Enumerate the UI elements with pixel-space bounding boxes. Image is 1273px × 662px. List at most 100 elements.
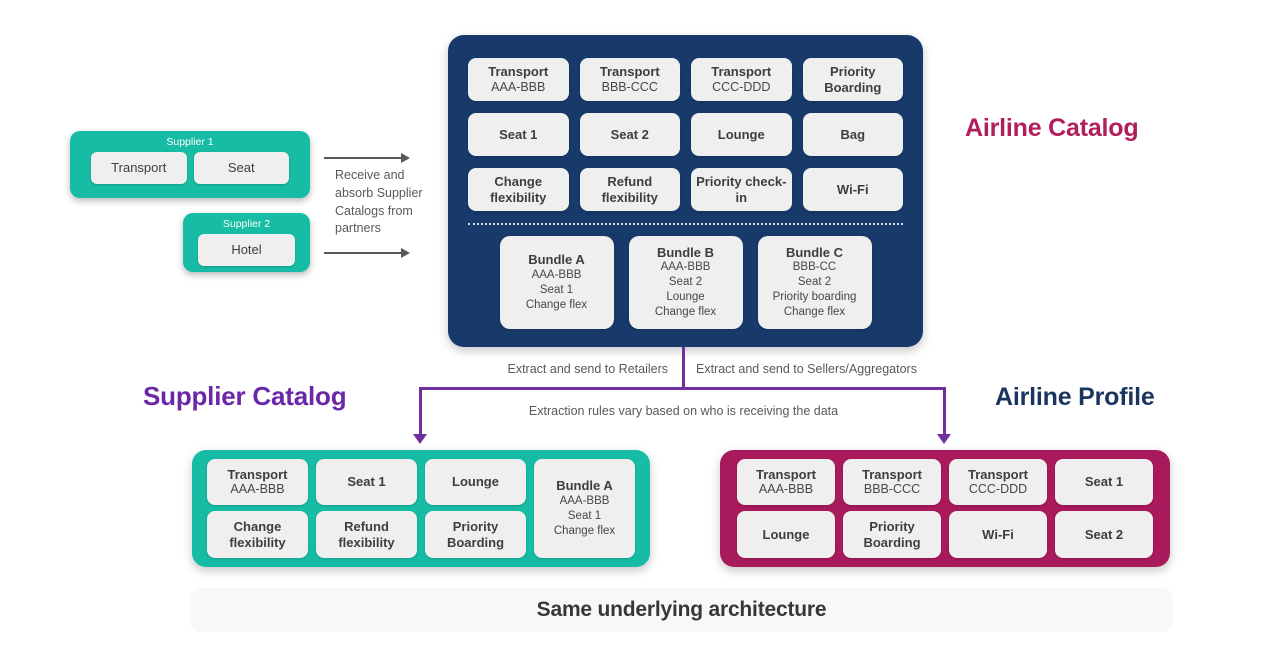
item-title: Change flexibility bbox=[490, 174, 547, 205]
item-card: Lounge bbox=[737, 511, 835, 558]
airline-catalog-title: Airline Catalog bbox=[965, 114, 1139, 142]
item-card: Seat 1 bbox=[316, 459, 417, 505]
architecture-banner: Same underlying architecture bbox=[190, 588, 1173, 632]
item-card: Priority Boarding bbox=[843, 511, 941, 558]
item-card: Bag bbox=[802, 113, 903, 156]
bundle-line: Seat 2 bbox=[668, 276, 703, 289]
item-card: Priority Boarding bbox=[425, 511, 526, 558]
item-subtitle: AAA-BBB bbox=[491, 79, 546, 94]
item-title: Priority check-in bbox=[696, 174, 787, 205]
item-title: Transport bbox=[756, 466, 816, 482]
item-title: Priority Boarding bbox=[824, 64, 882, 95]
bundle-line: Change flex bbox=[553, 524, 616, 537]
item-title: Bundle A bbox=[528, 252, 585, 268]
item-title: Transport bbox=[111, 160, 167, 176]
bundle-line: AAA-BBB bbox=[559, 494, 610, 507]
supplier-2-group: Supplier 2 Hotel bbox=[183, 213, 310, 272]
item-title: Transport bbox=[862, 466, 922, 482]
item-title: Transport bbox=[711, 64, 772, 80]
item-title: Bundle C bbox=[785, 244, 844, 260]
item-title: Transport bbox=[599, 64, 660, 80]
bundle-line: Seat 1 bbox=[567, 509, 602, 522]
item-title: Seat 1 bbox=[499, 126, 538, 142]
connector-right-drop bbox=[943, 387, 946, 434]
supplier-2-items: Hotel bbox=[183, 230, 310, 266]
item-card: Wi-Fi bbox=[802, 168, 903, 211]
supplier-2-label: Supplier 2 bbox=[222, 218, 271, 230]
item-title: Lounge bbox=[717, 126, 765, 142]
item-card: Priority check-in bbox=[691, 168, 792, 211]
bundle-line: BBB-CC bbox=[792, 261, 837, 274]
item-card: Seat 2 bbox=[579, 113, 680, 156]
extraction-rule-label: Extraction rules vary based on who is re… bbox=[528, 404, 839, 418]
item-card: Seat bbox=[193, 152, 289, 184]
item-card: Priority Boarding bbox=[802, 58, 903, 101]
supplier-1-items: Transport Seat bbox=[70, 148, 310, 184]
item-card: Lounge bbox=[425, 459, 526, 505]
item-title: Lounge bbox=[762, 526, 810, 542]
item-title: Bundle A bbox=[556, 478, 613, 494]
item-title: Seat 2 bbox=[610, 126, 649, 142]
item-title: Bundle B bbox=[656, 244, 715, 260]
dotted-divider bbox=[468, 223, 903, 225]
item-subtitle: CCC-DDD bbox=[968, 482, 1028, 497]
down-arrow-icon bbox=[413, 434, 427, 444]
connector-left-drop bbox=[419, 387, 422, 434]
item-card: Change flexibility bbox=[207, 511, 308, 558]
item-title: Seat 1 bbox=[347, 474, 386, 490]
bundle-line: Change flex bbox=[525, 298, 588, 311]
bundle-line: Seat 1 bbox=[539, 283, 574, 296]
extract-retailers-label: Extract and send to Retailers bbox=[507, 362, 669, 376]
bundle-line: AAA-BBB bbox=[660, 261, 711, 274]
item-title: Bag bbox=[840, 126, 866, 142]
item-title: Hotel bbox=[231, 242, 262, 258]
item-subtitle: CCC-DDD bbox=[712, 79, 771, 94]
item-title: Priority Boarding bbox=[863, 519, 921, 550]
item-title: Wi-Fi bbox=[982, 526, 1014, 542]
item-title: Change flexibility bbox=[229, 519, 286, 550]
right-arrow-icon bbox=[324, 248, 410, 258]
right-arrow-icon bbox=[324, 153, 410, 163]
item-card: Wi-Fi bbox=[949, 511, 1047, 558]
bundle-line: Lounge bbox=[666, 291, 705, 304]
item-card: Refund flexibility bbox=[316, 511, 417, 558]
item-title: Transport bbox=[968, 466, 1028, 482]
item-title: Seat 1 bbox=[1084, 474, 1124, 490]
item-card: Lounge bbox=[691, 113, 792, 156]
item-title: Transport bbox=[488, 64, 549, 80]
item-title: Priority Boarding bbox=[446, 519, 505, 550]
item-card: Seat 1 bbox=[1055, 459, 1153, 505]
item-title: Lounge bbox=[452, 474, 499, 490]
item-subtitle: BBB-CCC bbox=[863, 482, 921, 497]
supplier-1-label: Supplier 1 bbox=[166, 136, 214, 148]
receive-note: Receive and absorb Supplier Catalogs fro… bbox=[335, 168, 423, 236]
extract-sellers-label: Extract and send to Sellers/Aggregators bbox=[696, 362, 917, 376]
bundle-line: Change flex bbox=[783, 306, 846, 319]
item-card: Seat 1 bbox=[468, 113, 569, 156]
item-title: Seat bbox=[227, 160, 255, 176]
bundle-line: Change flex bbox=[654, 306, 717, 319]
item-card: Seat 2 bbox=[1055, 511, 1153, 558]
airline-profile-title: Airline Profile bbox=[995, 383, 1155, 411]
down-arrow-icon bbox=[937, 434, 951, 444]
item-title: Refund flexibility bbox=[338, 519, 395, 550]
item-subtitle: AAA-BBB bbox=[230, 482, 285, 497]
item-card: Transport bbox=[91, 152, 187, 184]
bundle-line: AAA-BBB bbox=[531, 268, 582, 281]
item-title: Transport bbox=[227, 466, 288, 482]
item-subtitle: BBB-CCC bbox=[601, 79, 658, 94]
item-title: Refund flexibility bbox=[601, 174, 658, 205]
